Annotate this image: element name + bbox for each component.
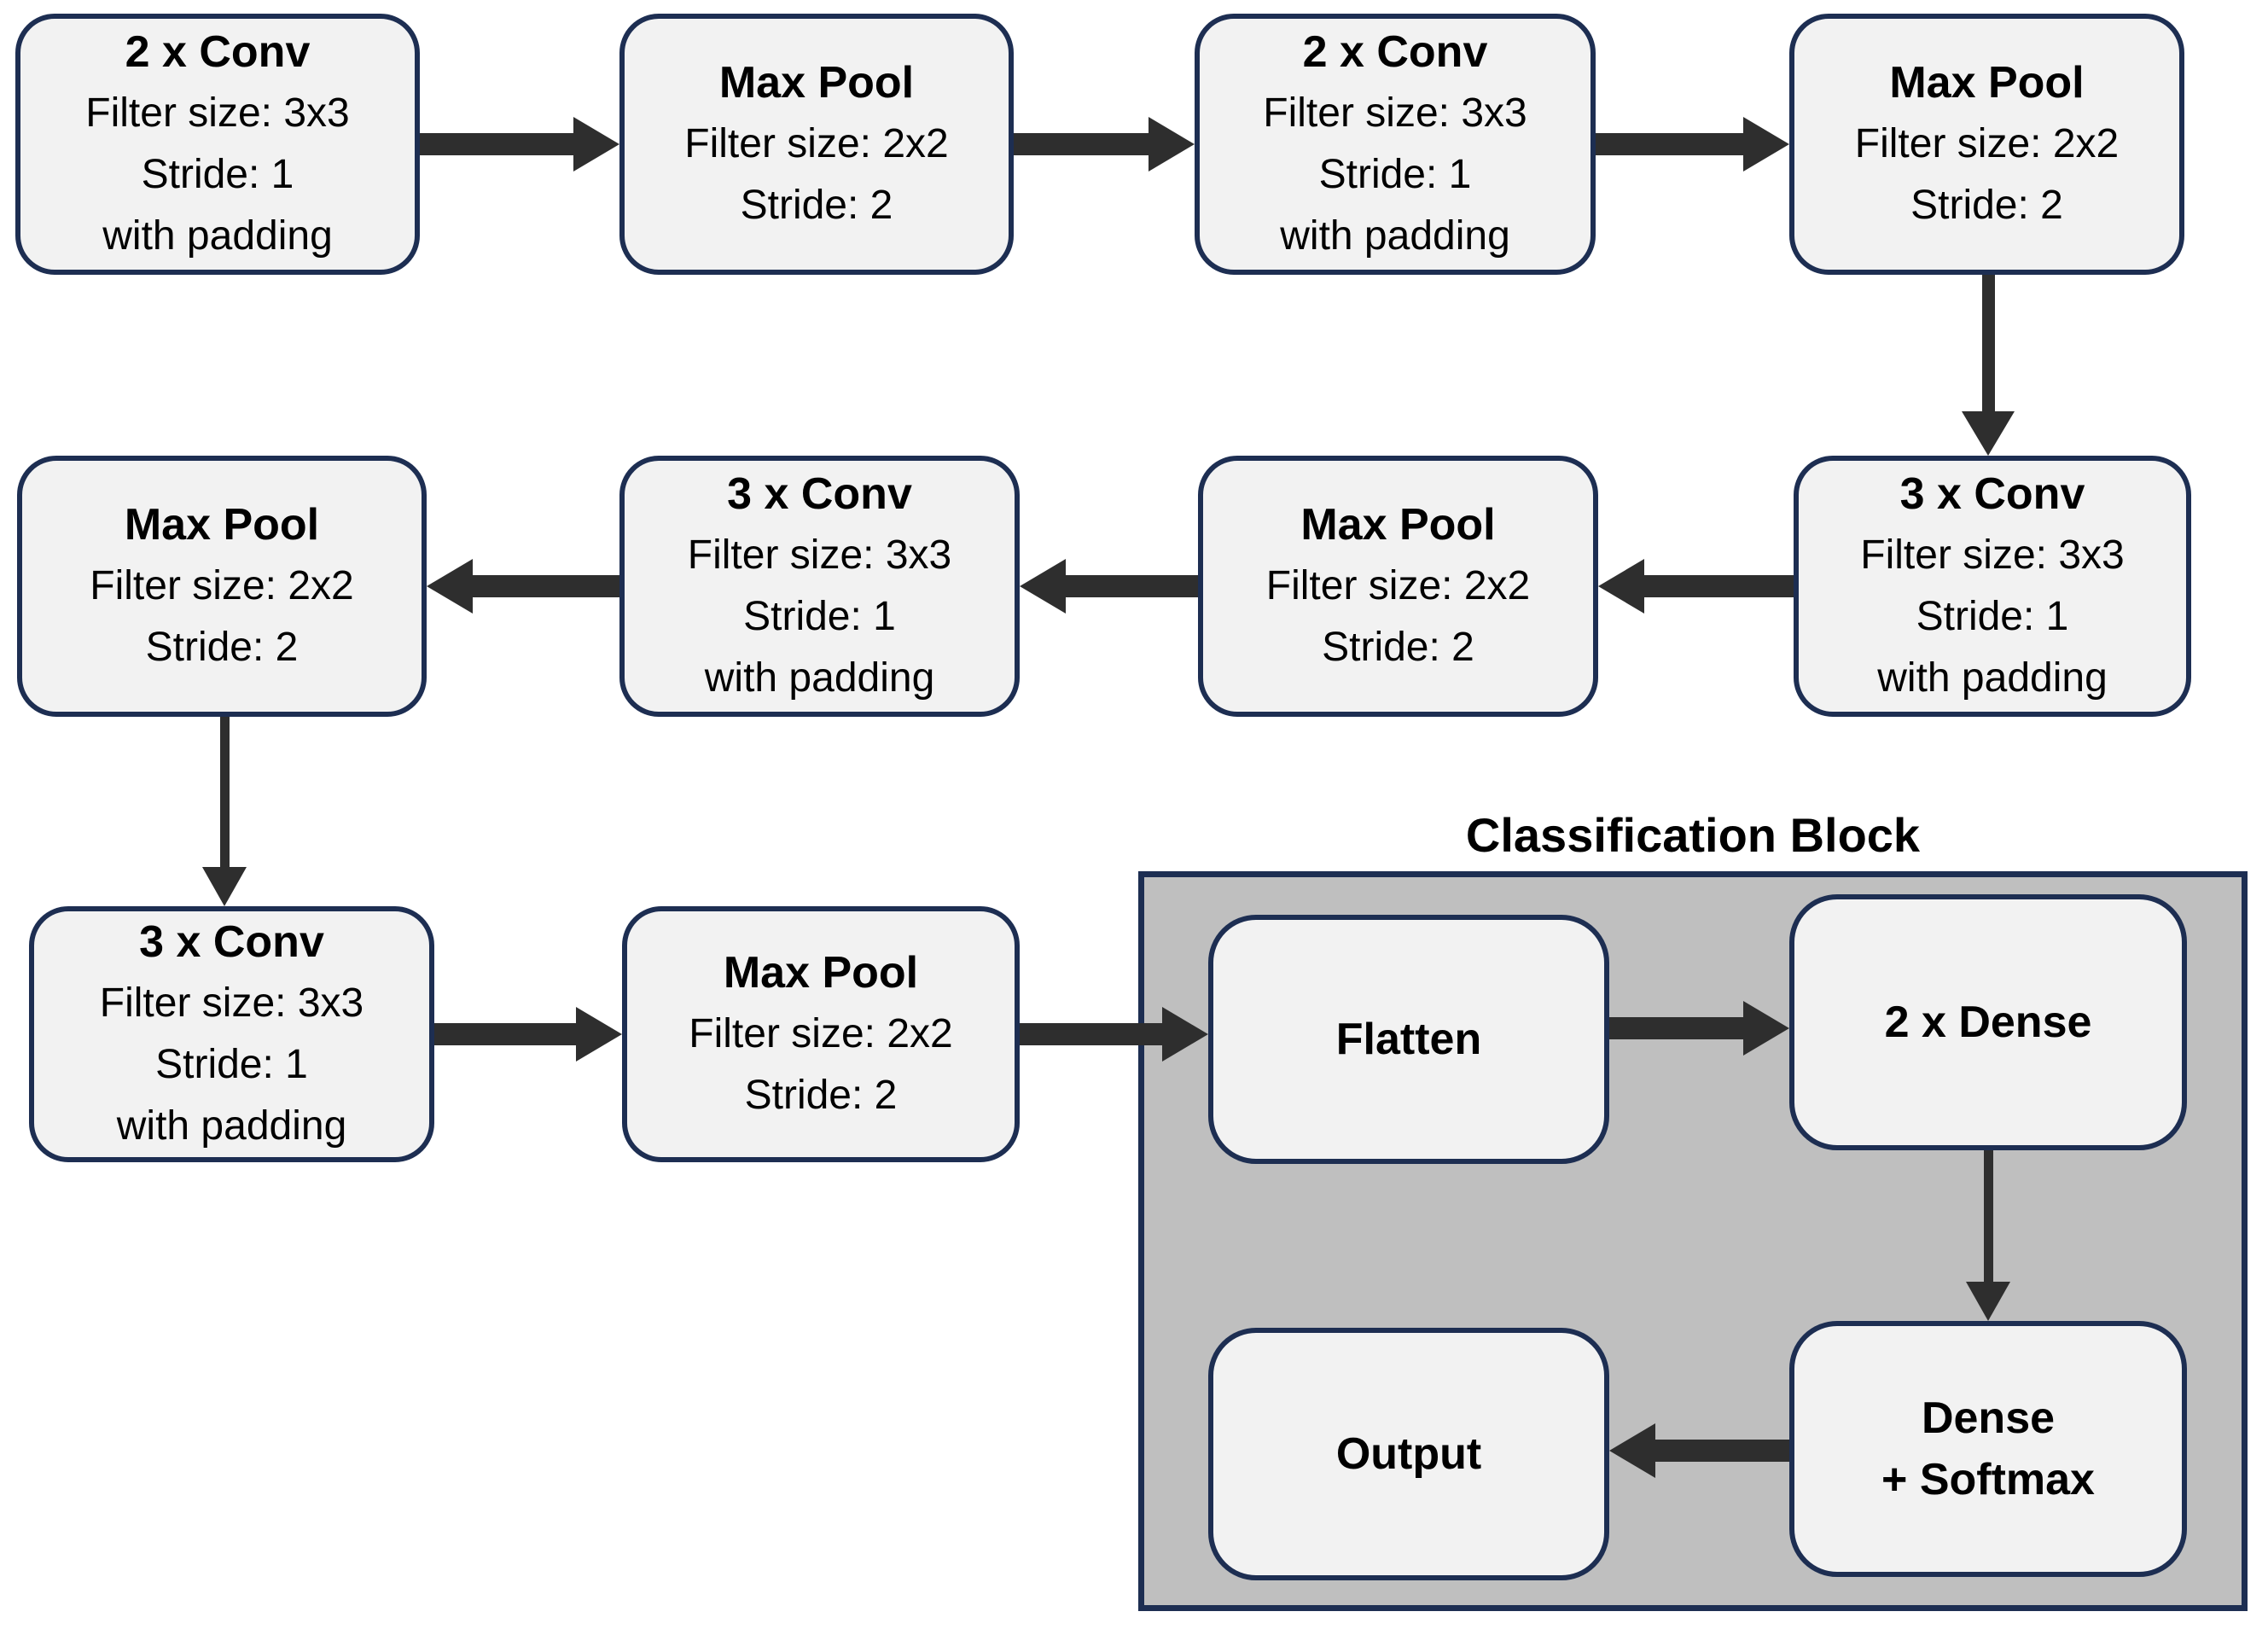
node-line: Filter size: 3x3	[1263, 90, 1527, 136]
node-line: with padding	[1280, 213, 1510, 259]
node-line: Stride: 2	[1322, 625, 1474, 670]
node-title: Max Pool	[718, 58, 915, 108]
arrow-pool2-to-conv3-icon	[1961, 275, 2015, 456]
arrow-flatten-to-dense-icon	[1609, 1001, 1789, 1056]
node-line: Filter size: 2x2	[1265, 563, 1531, 608]
node-conv-block-2: 2 x Conv Filter size: 3x3 Stride: 1 with…	[1195, 14, 1596, 275]
node-title: 3 x Conv	[1899, 469, 2085, 519]
node-dense: 2 x Dense	[1789, 894, 2187, 1150]
arrow-head	[576, 1007, 622, 1062]
arrow-shaft	[1644, 575, 1794, 597]
node-title: 2 x Conv	[1302, 27, 1488, 77]
arrow-conv5-to-pool5-icon	[434, 1007, 622, 1062]
node-line: Stride: 2	[740, 183, 893, 228]
node-line: Filter size: 3x3	[99, 980, 364, 1026]
node-max-pool-2: Max Pool Filter size: 2x2 Stride: 2	[1789, 14, 2184, 275]
arrow-head	[1966, 1282, 2010, 1321]
node-title: 3 x Conv	[727, 469, 912, 519]
arrow-head	[1962, 411, 2015, 456]
node-line: Filter size: 2x2	[1854, 121, 2120, 166]
arrow-conv1-to-pool1-icon	[420, 117, 619, 172]
node-dense-softmax: Dense + Softmax	[1789, 1321, 2187, 1577]
arrow-shaft	[434, 1023, 576, 1045]
arrow-head	[1743, 117, 1789, 172]
node-conv-block-4: 3 x Conv Filter size: 3x3 Stride: 1 with…	[619, 456, 1020, 717]
arrow-shaft	[473, 575, 619, 597]
node-flatten: Flatten	[1208, 915, 1609, 1164]
arrow-head	[202, 867, 247, 906]
arrow-dense-to-softmax-icon	[1961, 1150, 2015, 1321]
arrow-softmax-to-output-icon	[1609, 1423, 1789, 1478]
arrow-conv2-to-pool2-icon	[1596, 117, 1789, 172]
node-line: Filter size: 3x3	[85, 90, 350, 136]
node-title: Max Pool	[723, 948, 919, 998]
node-line: Stride: 1	[743, 594, 896, 639]
node-line: Filter size: 3x3	[687, 532, 952, 578]
node-line: Stride: 2	[145, 625, 299, 670]
arrow-pool4-to-conv5-icon	[197, 717, 252, 906]
node-title: Output	[1335, 1429, 1482, 1479]
arrow-shaft	[1983, 1150, 1993, 1282]
node-line: Stride: 2	[744, 1073, 898, 1118]
arrow-shaft	[1014, 133, 1149, 155]
arrow-conv4-to-pool4-icon	[427, 559, 619, 614]
node-max-pool-1: Max Pool Filter size: 2x2 Stride: 2	[619, 14, 1014, 275]
arrow-shaft	[1596, 133, 1743, 155]
node-max-pool-4: Max Pool Filter size: 2x2 Stride: 2	[17, 456, 427, 717]
arrow-head	[1162, 1007, 1208, 1062]
node-line: Stride: 1	[155, 1042, 308, 1087]
arrow-conv3-to-pool3-icon	[1598, 559, 1794, 614]
node-line: Filter size: 2x2	[684, 121, 949, 166]
arrow-head	[1149, 117, 1195, 172]
node-title: Max Pool	[124, 500, 320, 550]
arrow-shaft	[420, 133, 573, 155]
node-title: Flatten	[1335, 1015, 1482, 1064]
arrow-shaft	[1020, 1023, 1162, 1045]
node-subtitle: + Softmax	[1881, 1455, 2095, 1504]
node-title: 2 x Conv	[125, 27, 311, 77]
node-line: with padding	[1877, 655, 2108, 701]
node-line: Stride: 1	[1916, 594, 2069, 639]
node-line: Filter size: 2x2	[90, 563, 354, 608]
node-title: Max Pool	[1889, 58, 2085, 108]
node-line: Filter size: 3x3	[1860, 532, 2125, 578]
node-conv-block-5: 3 x Conv Filter size: 3x3 Stride: 1 with…	[29, 906, 434, 1162]
node-max-pool-3: Max Pool Filter size: 2x2 Stride: 2	[1198, 456, 1598, 717]
node-line: Stride: 2	[1910, 183, 2063, 228]
node-output: Output	[1208, 1328, 1609, 1580]
node-line: with padding	[116, 1103, 347, 1149]
node-title: Dense	[1921, 1393, 2056, 1443]
node-conv-block-1: 2 x Conv Filter size: 3x3 Stride: 1 with…	[15, 14, 420, 275]
arrow-shaft	[1655, 1440, 1789, 1462]
arrow-head	[1020, 559, 1066, 614]
node-title: 3 x Conv	[139, 917, 324, 967]
arrow-head	[427, 559, 473, 614]
node-line: with padding	[102, 213, 333, 259]
node-title: 2 x Dense	[1884, 998, 2092, 1047]
arrow-shaft	[1981, 275, 1995, 411]
arrow-shaft	[1066, 575, 1198, 597]
arrow-head	[1609, 1423, 1655, 1478]
arrow-head	[573, 117, 619, 172]
arrow-head	[1598, 559, 1644, 614]
arrow-pool5-to-flatten-icon	[1020, 1007, 1208, 1062]
node-line: with padding	[704, 655, 935, 701]
node-line: Stride: 1	[1318, 152, 1472, 197]
node-conv-block-3: 3 x Conv Filter size: 3x3 Stride: 1 with…	[1794, 456, 2191, 717]
node-line: Filter size: 2x2	[689, 1011, 953, 1056]
arrow-head	[1743, 1001, 1789, 1056]
node-max-pool-5: Max Pool Filter size: 2x2 Stride: 2	[622, 906, 1020, 1162]
arrow-shaft	[219, 717, 230, 867]
arrow-pool1-to-conv2-icon	[1014, 117, 1195, 172]
arrow-pool3-to-conv4-icon	[1020, 559, 1198, 614]
classification-block-title: Classification Block	[1465, 808, 1921, 862]
node-line: Stride: 1	[141, 152, 294, 197]
arrow-shaft	[1609, 1017, 1743, 1039]
node-title: Max Pool	[1300, 500, 1496, 550]
